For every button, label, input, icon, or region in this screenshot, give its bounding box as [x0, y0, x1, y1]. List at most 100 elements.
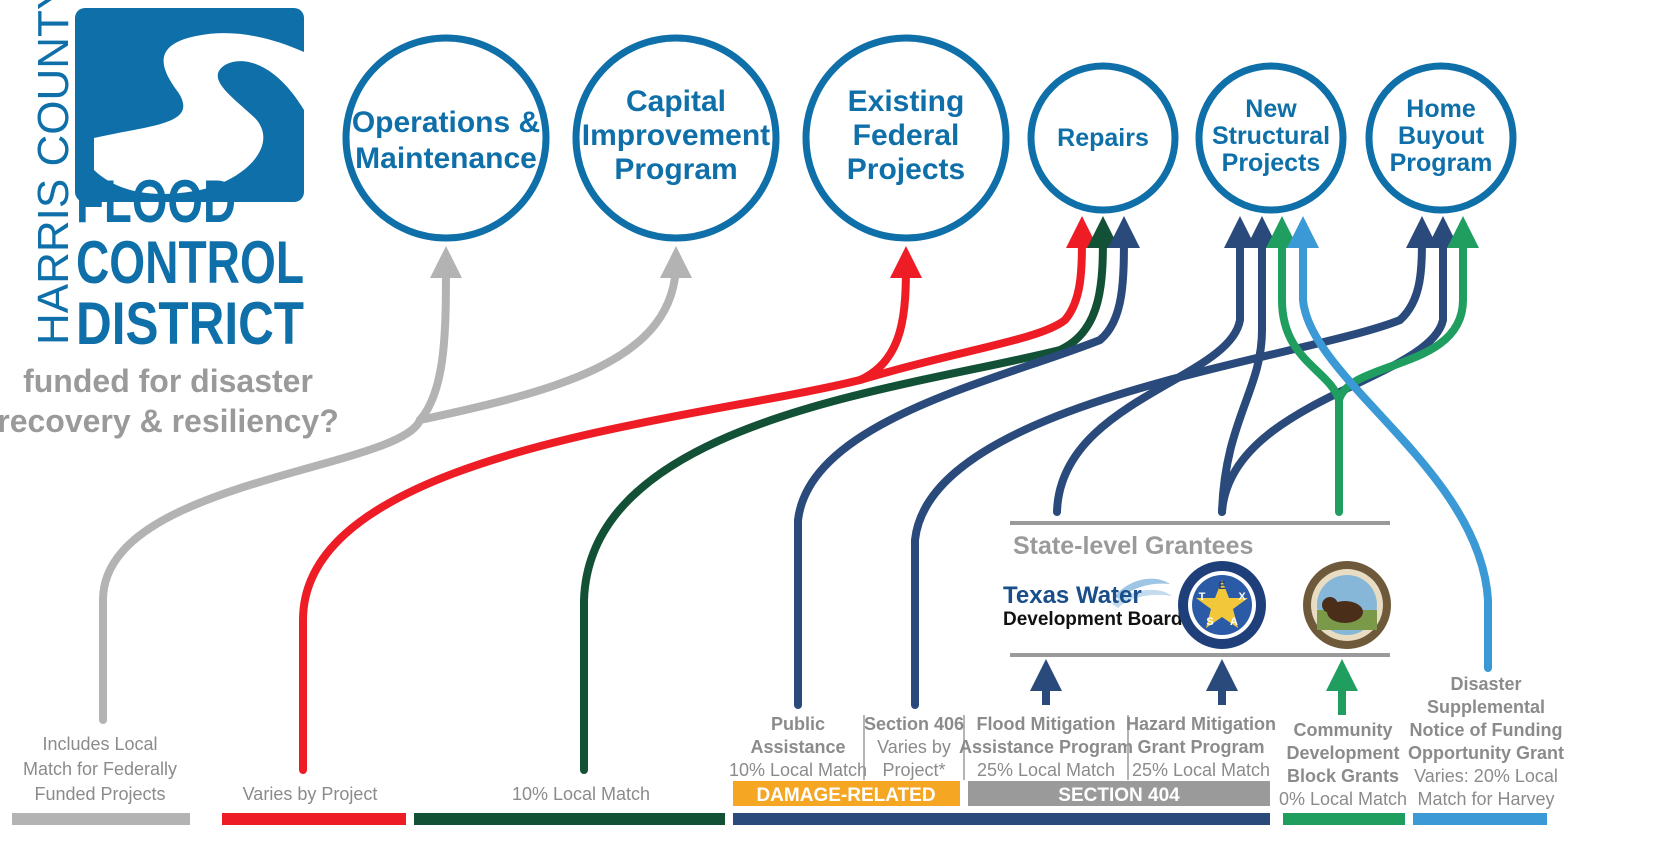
target-label: New: [1245, 95, 1297, 123]
star-icon: [1196, 580, 1248, 628]
band-red: [222, 813, 406, 825]
source-section-406: Section 406 Varies by Project*: [864, 714, 964, 780]
pa-title: Assistance: [750, 737, 845, 757]
target-repairs: Repairs: [1027, 62, 1179, 214]
twdb-name-line-1: Texas Water: [1003, 582, 1142, 609]
dps-seal: T E X A S: [1178, 561, 1266, 649]
band-green: [1283, 813, 1405, 825]
target-label: Program: [1390, 149, 1493, 177]
flow-dgreen-to-repairs: [580, 216, 1119, 774]
cdbg-title: Development: [1286, 743, 1399, 763]
hmgp-title: Hazard Mitigation: [1126, 714, 1276, 734]
target-existing-federal: Existing Federal Projects: [802, 34, 1010, 242]
source-hmgp: Hazard Mitigation Grant Program 25% Loca…: [1126, 714, 1276, 780]
band-dark-green: [414, 813, 725, 825]
bottom-color-band: [12, 813, 1547, 825]
cdbg-title: Community: [1294, 720, 1393, 740]
flow-cdbg-to-nsp: [1266, 216, 1343, 516]
source-local-line: Match for Federally: [23, 759, 177, 779]
target-label: Structural: [1212, 122, 1330, 150]
hmgp-title: Grant Program: [1137, 737, 1264, 757]
dsnofo-match: Varies: 20% Local: [1414, 766, 1558, 786]
cdbg-match: 0% Local Match: [1279, 789, 1407, 809]
seal-letter: A: [1230, 616, 1238, 628]
source-red-note: Varies by Project: [243, 784, 378, 804]
pa-match: 10% Local Match: [729, 760, 867, 780]
grantees-title: State-level Grantees: [1013, 532, 1253, 560]
source-local-line: Includes Local: [42, 734, 157, 754]
seal-letter: S: [1206, 616, 1213, 628]
source-public-assistance: Public Assistance 10% Local Match: [729, 714, 867, 780]
damage-related-label: DAMAGE-RELATED: [756, 785, 935, 806]
dsnofo-title: Disaster: [1450, 674, 1521, 694]
target-label: Buyout: [1398, 122, 1485, 150]
damage-related-bar: [733, 781, 960, 806]
target-label: Federal: [853, 119, 960, 152]
glo-seal: [1303, 561, 1391, 649]
logo-line-district: DISTRICT: [76, 290, 304, 357]
twdb-name-line-2: Development Board: [1003, 609, 1182, 630]
question-line-2: recovery & resiliency?: [0, 403, 339, 439]
hmgp-match: 25% Local Match: [1132, 760, 1270, 780]
cdbg-title: Block Grants: [1287, 766, 1399, 786]
s406-note: Varies by: [877, 737, 951, 757]
source-local-line: Funded Projects: [34, 784, 165, 804]
s406-title: Section 406: [864, 714, 964, 734]
logo-line-control: CONTROL: [76, 229, 304, 296]
target-label: Existing: [848, 85, 965, 118]
source-cdbg: Community Development Block Grants 0% Lo…: [1279, 720, 1407, 809]
target-label: Home: [1406, 95, 1476, 123]
hcfcd-logo: HARRIS COUNTY FLOOD CONTROL DISTRICT fun…: [0, 0, 339, 439]
s406-note: Project*: [882, 760, 945, 780]
dsnofo-match: Match for Harvey: [1417, 789, 1554, 809]
fmap-title: Flood Mitigation: [977, 714, 1116, 734]
flow-red-to-efp: [299, 246, 922, 774]
section-404-bar: [968, 781, 1270, 806]
flow-cdbg-to-hbp: [1335, 216, 1479, 404]
dsnofo-title: Supplemental: [1427, 697, 1545, 717]
flow-red-to-repairs: [856, 216, 1098, 384]
source-green-note: 10% Local Match: [512, 784, 650, 804]
pa-title: Public: [771, 714, 825, 734]
fmap-title: Assistance Program: [959, 737, 1133, 757]
target-circles: Operations & Maintenance Capital Improve…: [342, 34, 1517, 242]
question-line-1: funded for disaster: [23, 363, 313, 399]
category-labels: DAMAGE-RELATED SECTION 404: [733, 781, 1270, 806]
target-home-buyout: Home Buyout Program: [1365, 62, 1517, 214]
band-navy: [733, 813, 1270, 825]
seal-letter: X: [1238, 591, 1246, 603]
flow-dsnofo-to-nsp: [1287, 216, 1492, 672]
target-label: Projects: [847, 153, 965, 186]
flow-hmgp-to-nsp: [1218, 216, 1278, 516]
grantee-inflow-arrows: [1030, 659, 1358, 715]
target-label: Maintenance: [355, 142, 537, 175]
seal-letter: T: [1199, 591, 1206, 603]
target-label: Projects: [1222, 149, 1321, 177]
target-label: Capital: [626, 85, 726, 118]
flow-lines: [99, 216, 1492, 774]
fmap-match: 25% Local Match: [977, 760, 1115, 780]
logo-line-flood: FLOOD: [76, 168, 236, 235]
logo-river-icon: [94, 33, 304, 194]
target-label: Operations &: [352, 106, 540, 139]
section-404-label: SECTION 404: [1058, 785, 1180, 806]
flow-pa-to-repairs: [794, 216, 1140, 709]
dsnofo-title: Opportunity Grant: [1408, 743, 1564, 763]
flow-local-to-om: [99, 246, 462, 724]
dsnofo-title: Notice of Funding: [1410, 720, 1563, 740]
source-local: Includes Local Match for Federally Funde…: [23, 734, 177, 804]
target-label: Improvement: [582, 119, 770, 152]
flow-406-to-hbp: [911, 216, 1438, 709]
target-capital-improvement: Capital Improvement Program: [572, 34, 780, 242]
band-local: [12, 813, 190, 825]
target-label: Program: [614, 153, 737, 186]
flow-fmap-to-nsp: [1053, 216, 1256, 516]
source-dsnofo: Disaster Supplemental Notice of Funding …: [1408, 674, 1564, 809]
target-label: Repairs: [1057, 124, 1149, 152]
target-operations-maintenance: Operations & Maintenance: [342, 34, 550, 242]
band-light-blue: [1413, 813, 1547, 825]
seal-letter: E: [1218, 580, 1225, 592]
twdb-logo: Texas Water Development Board: [1003, 578, 1182, 630]
logo-harris-county: HARRIS COUNTY: [29, 0, 78, 345]
